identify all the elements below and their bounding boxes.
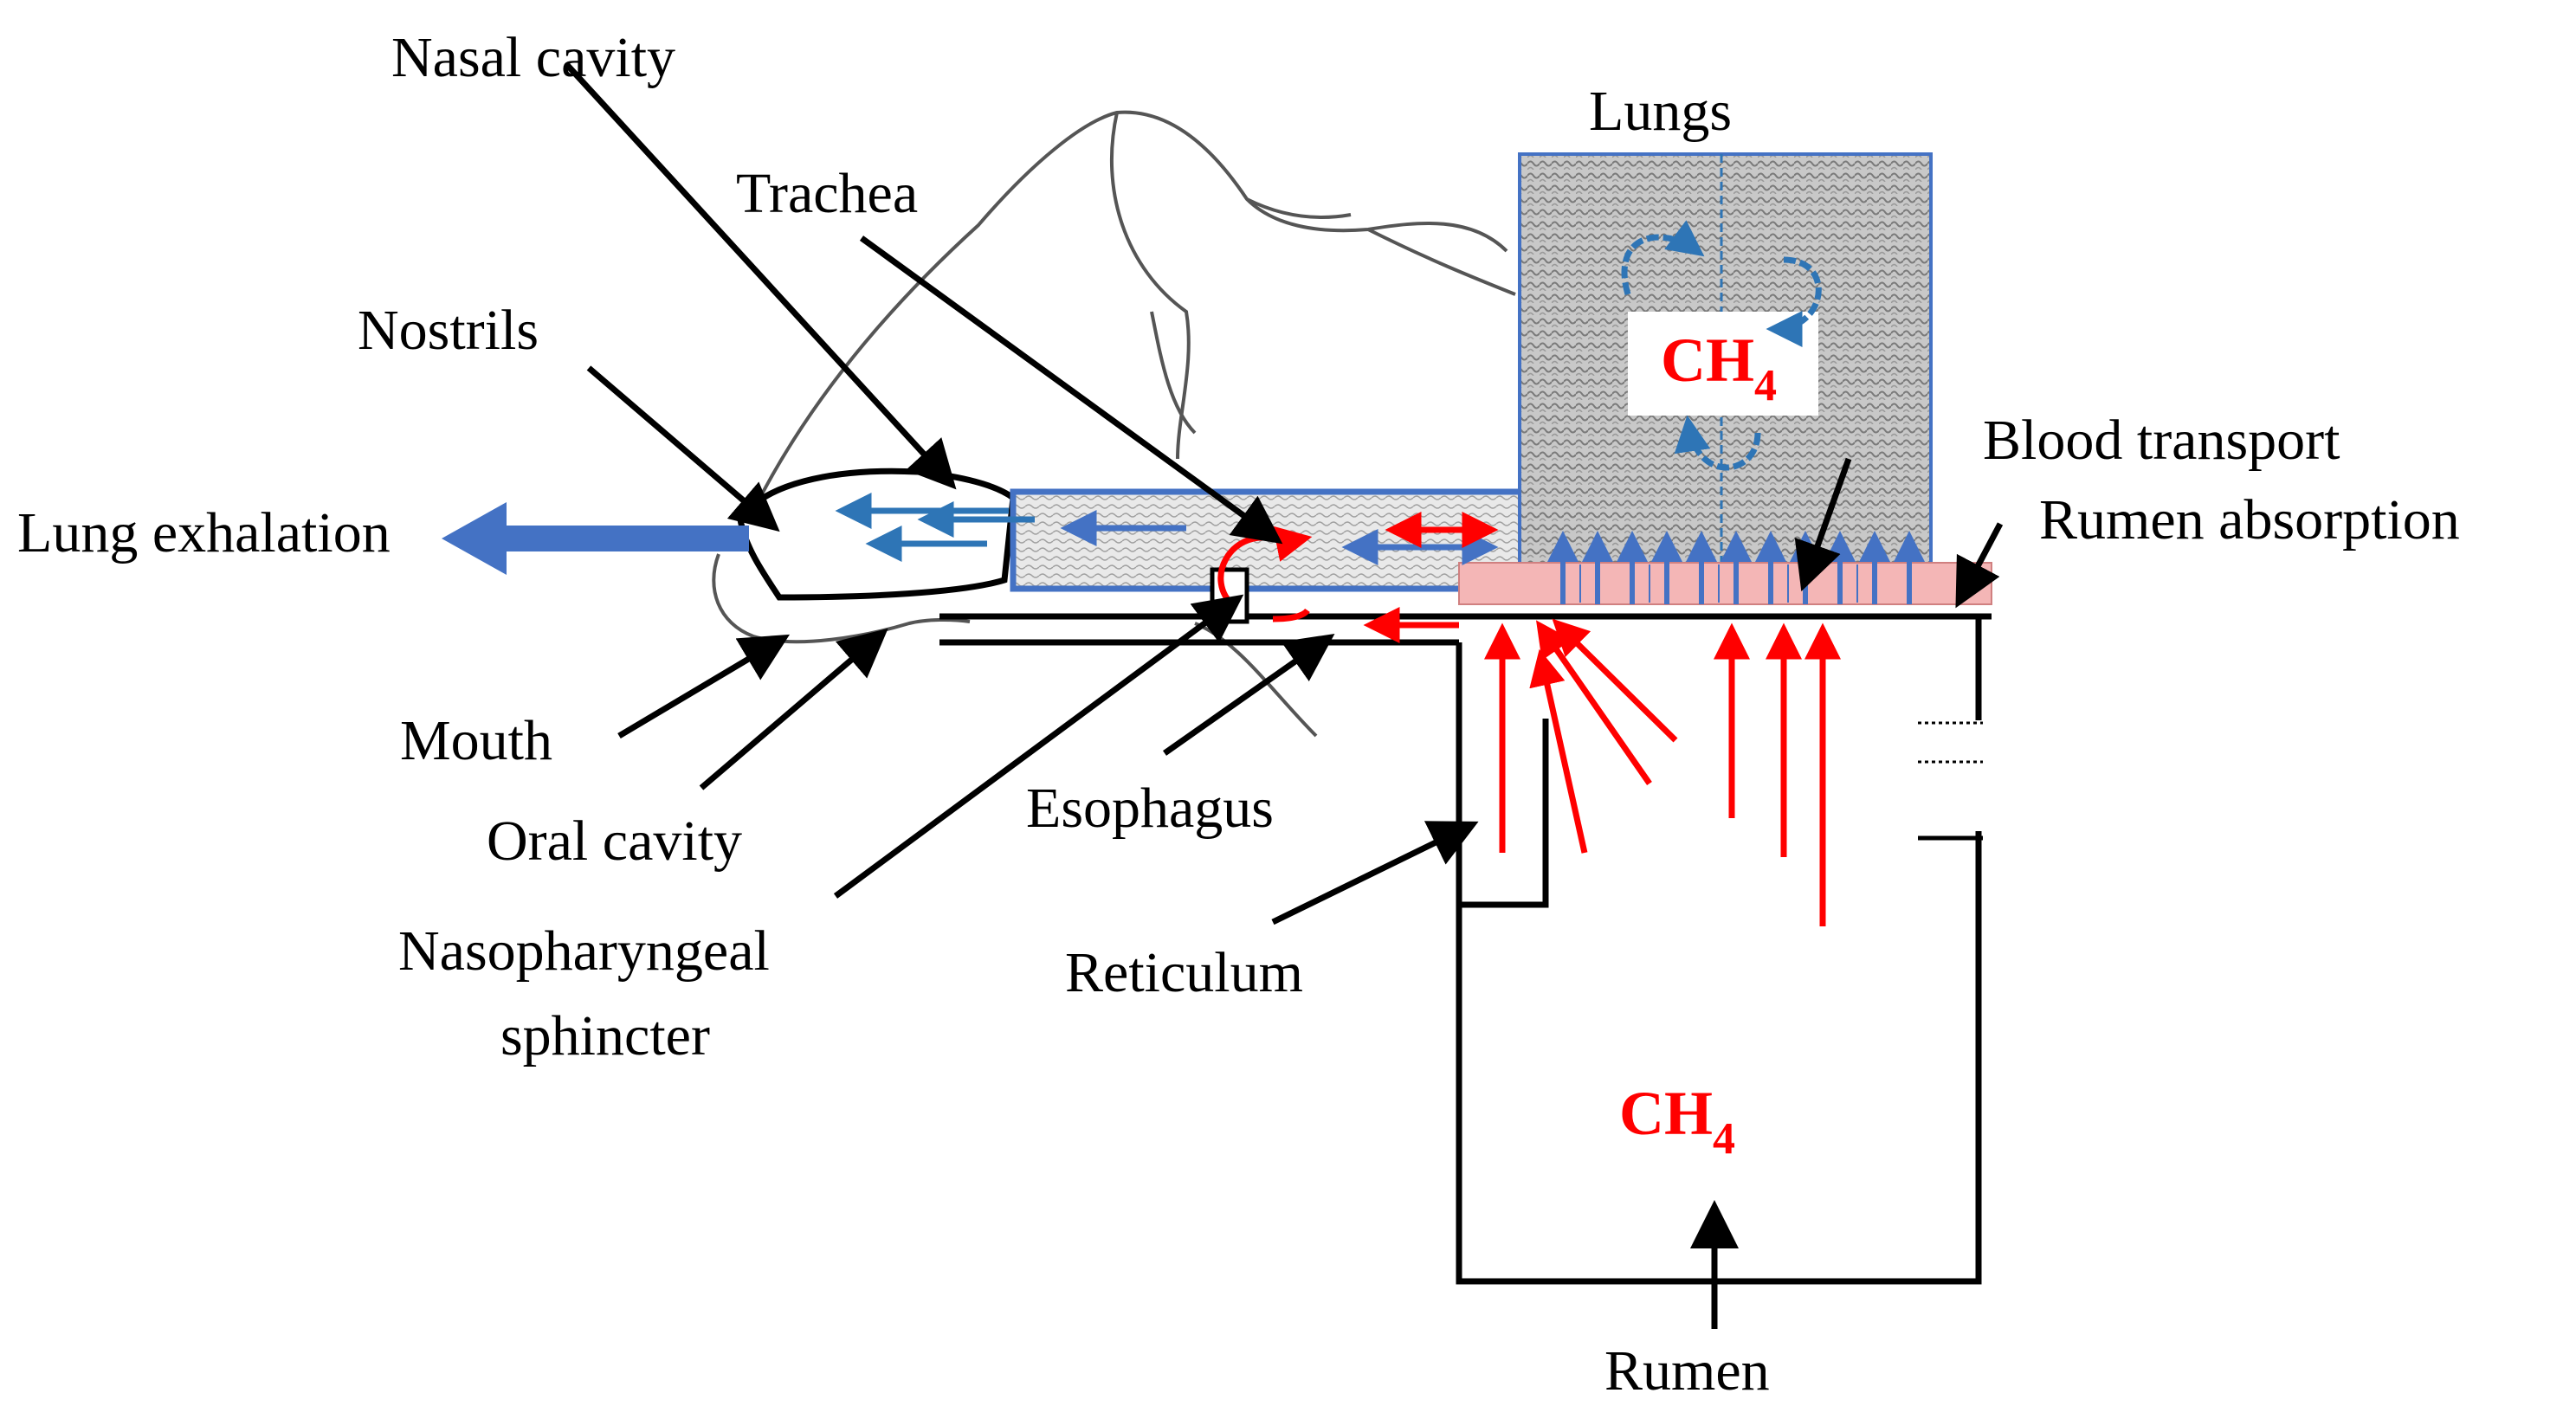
rumen-wall-gap bbox=[1918, 616, 1993, 1281]
leader-arrows bbox=[565, 62, 2004, 1329]
label-lungs: Lungs bbox=[1589, 80, 1732, 143]
label-oral-cavity: Oral cavity bbox=[487, 809, 742, 873]
esophagus-tube bbox=[939, 613, 1992, 646]
label-nostrils: Nostrils bbox=[358, 299, 539, 362]
lungs-ch4-sub: 4 bbox=[1754, 361, 1777, 410]
label-nasopharyngeal: Nasopharyngeal bbox=[398, 919, 770, 983]
methane-arrows bbox=[1217, 512, 1841, 926]
label-mouth: Mouth bbox=[400, 709, 552, 772]
lungs-ch4-label: CH4 bbox=[1661, 326, 1777, 410]
label-trachea: Trachea bbox=[736, 162, 918, 225]
label-blood-transport: Blood transport bbox=[1983, 409, 2340, 472]
label-reticulum: Reticulum bbox=[1065, 941, 1303, 1004]
label-nasal-cavity: Nasal cavity bbox=[391, 26, 675, 89]
exhalation-arrows bbox=[442, 493, 1499, 575]
nostril-shape bbox=[737, 468, 1017, 601]
rumen-ch4-main: CH bbox=[1619, 1079, 1713, 1148]
label-esophagus: Esophagus bbox=[1026, 777, 1274, 840]
label-lung-exhalation: Lung exhalation bbox=[17, 501, 391, 564]
lungs-ch4-main: CH bbox=[1661, 326, 1754, 395]
rumen-ch4-label: CH4 bbox=[1619, 1079, 1735, 1164]
blood-transport-band bbox=[1458, 562, 1992, 605]
label-rumen-absorption: Rumen absorption bbox=[2039, 488, 2460, 551]
lungs-circulation-arrows bbox=[1621, 220, 1822, 471]
rumen-walls bbox=[1456, 616, 1982, 1285]
rumen-ch4-sub: 4 bbox=[1713, 1114, 1735, 1164]
label-rumen: Rumen bbox=[1604, 1339, 1770, 1402]
label-sphincter: sphincter bbox=[500, 1004, 710, 1067]
blood-vessel-ticks bbox=[1579, 564, 1858, 603]
